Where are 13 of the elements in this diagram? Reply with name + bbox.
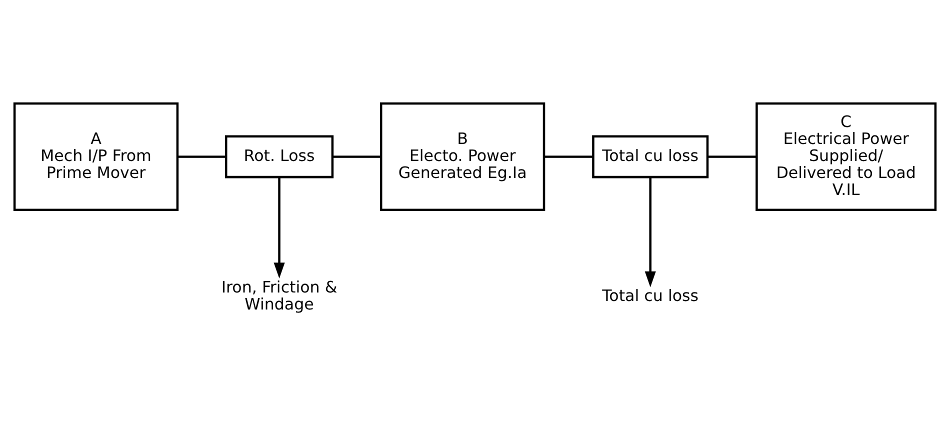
arrow	[644, 177, 656, 288]
node-box: C Electrical Power Supplied/ Delivered to Load V.IL	[756, 102, 937, 211]
connector	[544, 156, 594, 158]
connector	[332, 156, 381, 158]
node-box: Rot. Loss	[224, 135, 334, 178]
connector	[178, 156, 226, 158]
node-text: Iron, Friction & Windage	[221, 278, 338, 314]
node-box: B Electo. Power Generated Eg.Ia	[380, 102, 546, 211]
node-box: A Mech I/P From Prime Mover	[13, 102, 179, 211]
connector	[708, 156, 756, 158]
node-text: Total cu loss	[602, 286, 699, 306]
arrow	[274, 177, 285, 279]
node-box: Total cu loss	[592, 135, 709, 178]
